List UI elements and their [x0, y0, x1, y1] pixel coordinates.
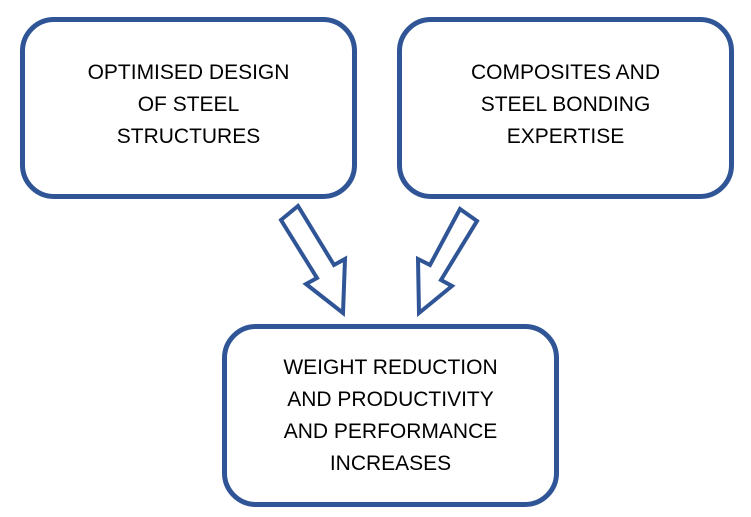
box-text-line: AND PERFORMANCE	[283, 420, 498, 443]
box-text-line: OPTIMISED DESIGN	[87, 61, 290, 84]
box-text-line: INCREASES	[329, 452, 452, 475]
box-text-line: STEEL BONDING	[480, 93, 651, 116]
box-text-line: AND PRODUCTIVITY	[287, 388, 494, 411]
box-text-line: COMPOSITES AND	[470, 61, 661, 84]
box-text-line: STRUCTURES	[116, 125, 261, 148]
optimised-design-box: OPTIMISED DESIGN OF STEEL STRUCTURES	[20, 17, 357, 199]
box-text-line: OF STEEL	[137, 93, 240, 116]
arrow-down-left-icon	[415, 206, 480, 318]
weight-reduction-box: WEIGHT REDUCTION AND PRODUCTIVITY AND PE…	[222, 324, 559, 507]
box-text-line: WEIGHT REDUCTION	[283, 356, 498, 379]
composites-bonding-box: COMPOSITES AND STEEL BONDING EXPERTISE	[397, 17, 734, 199]
box-text-line: EXPERTISE	[506, 125, 625, 148]
arrow-down-right-icon	[278, 202, 348, 317]
